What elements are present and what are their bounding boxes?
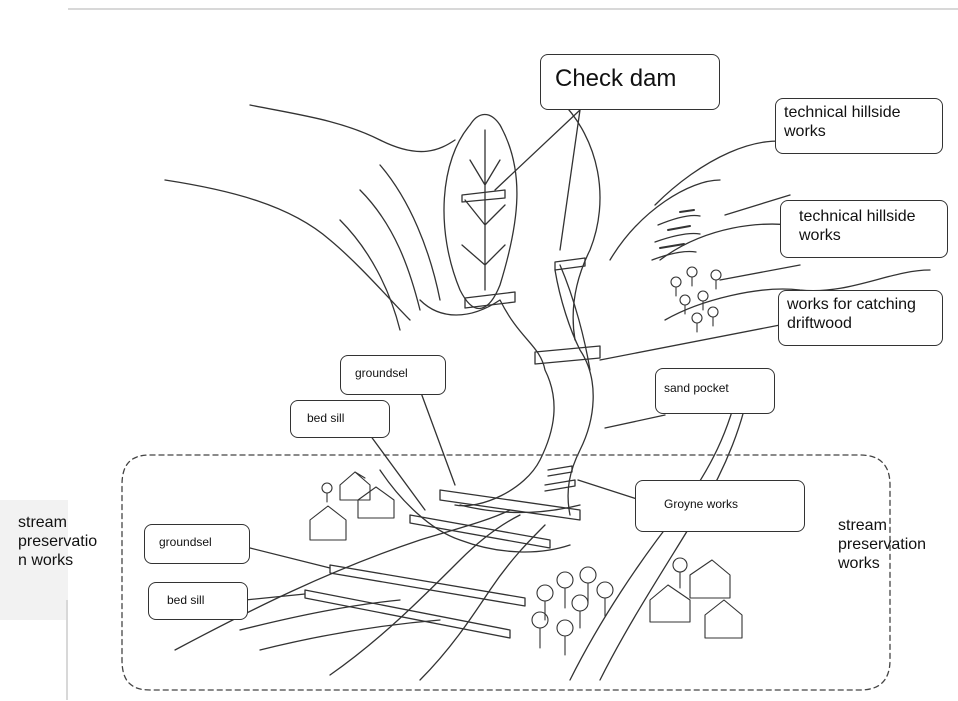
pointer-sand-pocket <box>605 415 665 428</box>
label-stream-preservation-right: stream preservation works <box>838 516 953 574</box>
upper-valley-outline <box>444 114 517 308</box>
pointer-groyne <box>578 480 640 500</box>
label-check-dam: Check dam <box>540 54 720 110</box>
label-bed-sill-upper: bed sill <box>290 400 390 438</box>
label-technical-hillside-works-2: technical hillside works <box>780 200 948 258</box>
ridge-line-left <box>165 180 410 320</box>
ridge-line-right <box>560 100 600 340</box>
pointer-groundsel-lower <box>250 548 330 568</box>
lower-river-path-3 <box>420 525 545 680</box>
bed-sill-upper-structure <box>410 515 550 548</box>
label-groundsel-upper: groundsel <box>340 355 446 395</box>
label-stream-preservation-left: stream preservatio n works <box>18 513 128 571</box>
label-technical-hillside-works-1: technical hillside works <box>775 98 943 154</box>
check-dam-upper <box>462 190 505 202</box>
bed-sill-lower-structure <box>305 590 510 638</box>
pointer-bedsill-upper <box>370 435 425 510</box>
label-sand-pocket: sand pocket <box>655 368 775 414</box>
stream-mid-channel <box>560 265 590 370</box>
ridge-line-top <box>250 105 455 152</box>
groundsel-lower-structure <box>330 565 525 606</box>
label-works-catching-driftwood: works for catching driftwood <box>778 290 943 346</box>
pointer-driftwood <box>600 325 780 360</box>
upper-valley-veins <box>462 130 505 290</box>
terrace-1 <box>658 215 700 225</box>
pointer-check-dam <box>495 110 580 250</box>
label-groyne-works: Groyne works <box>635 480 805 532</box>
driftwood-dam <box>535 346 600 364</box>
lower-channel-lines <box>240 600 440 650</box>
pointer-tech-hillside-2 <box>720 265 800 280</box>
left-village-houses <box>310 472 394 540</box>
label-bed-sill-lower: bed sill <box>148 582 248 620</box>
terrace-3 <box>652 251 696 260</box>
check-dam-middle <box>465 292 515 308</box>
groyne-structures <box>545 466 575 491</box>
pointer-groundsel-upper <box>420 390 455 485</box>
stream-left-bank <box>420 300 554 506</box>
label-groundsel-lower: groundsel <box>144 524 250 564</box>
check-dam-right <box>555 258 585 270</box>
lower-trees <box>532 567 613 655</box>
